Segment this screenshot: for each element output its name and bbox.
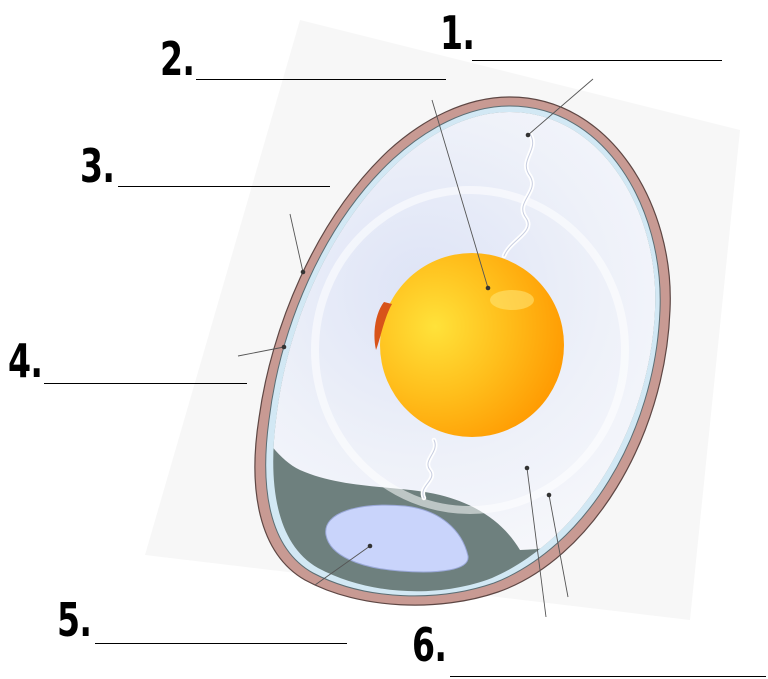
label-3-number: 3.	[80, 143, 114, 189]
answer-blank-3[interactable]	[118, 186, 330, 187]
pointer-dot-1	[526, 133, 531, 138]
label-1-number: 1.	[440, 10, 474, 56]
label-5-number: 5.	[57, 597, 91, 643]
pointer-dot-6b	[547, 493, 552, 498]
answer-blank-4[interactable]	[44, 383, 247, 384]
answer-blank-6[interactable]	[450, 676, 766, 677]
pointer-dot-4	[282, 345, 287, 350]
pointer-dot-3	[301, 270, 306, 275]
answer-blank-1[interactable]	[472, 60, 722, 61]
yolk	[380, 253, 564, 437]
answer-blank-2[interactable]	[196, 79, 446, 80]
pointer-dot-5	[368, 544, 373, 549]
pointer-dot-2	[486, 286, 491, 291]
label-4-number: 4.	[8, 338, 42, 384]
label-2-number: 2.	[160, 36, 194, 82]
yolk-highlight	[490, 290, 534, 310]
answer-blank-5[interactable]	[95, 643, 347, 644]
pointer-dot-6a	[525, 466, 530, 471]
label-6-number: 6.	[412, 622, 446, 668]
